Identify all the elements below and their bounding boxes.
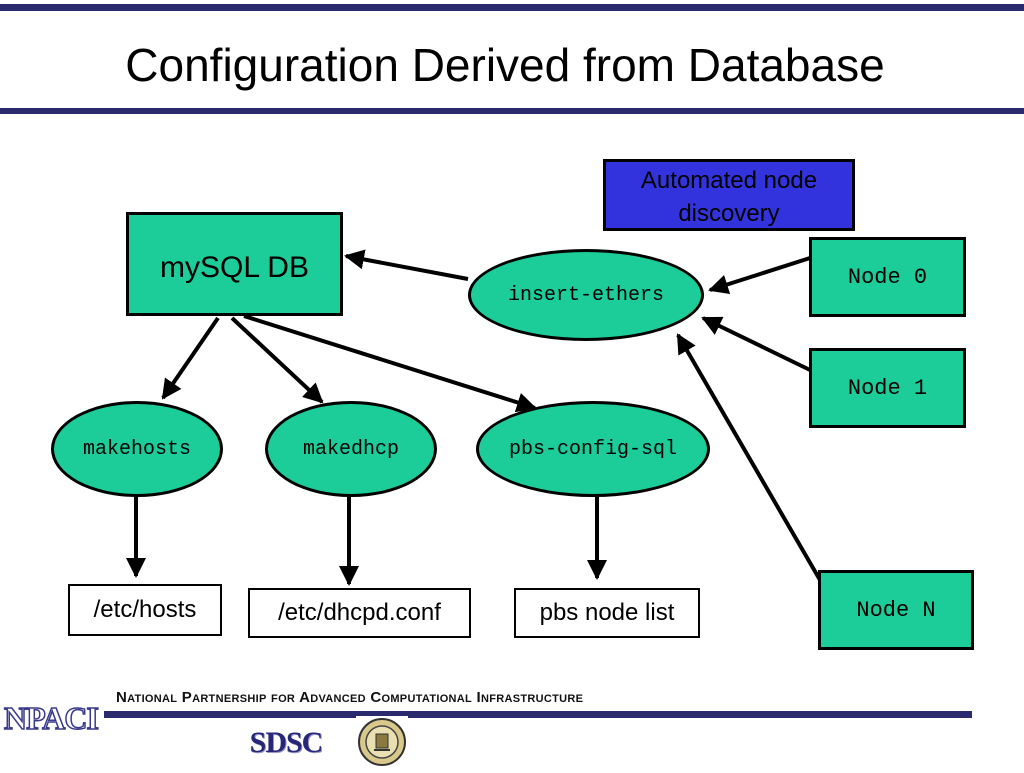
insert-ethers-ellipse: insert-ethers — [468, 249, 704, 341]
arrow-mysql-to-makedhcp — [230, 316, 324, 404]
npaci-logo-text: NPACI — [3, 699, 99, 737]
arrow-nodeN-to-insert — [676, 333, 822, 582]
makehosts-ellipse: makehosts — [51, 401, 223, 497]
page-title: Configuration Derived from Database — [125, 39, 885, 91]
mysql-db-box: mySQL DB — [126, 212, 343, 316]
arrow-mysql-to-pbs — [243, 314, 537, 413]
etc-dhcpd-box: /etc/dhcpd.conf — [248, 588, 471, 638]
makedhcp-ellipse: makedhcp — [265, 401, 437, 497]
top-rule-thick — [0, 4, 1024, 11]
node-n-box: Node N — [818, 570, 974, 650]
automated-discovery-callout: Automated node discovery — [603, 159, 855, 231]
pbs-config-sql-ellipse: pbs-config-sql — [476, 401, 710, 497]
university-seal — [356, 716, 408, 768]
makedhcp-label: makedhcp — [302, 437, 399, 461]
footer-org-label: National Partnership for Advanced Comput… — [116, 689, 584, 706]
makehosts-label: makehosts — [82, 437, 192, 461]
insert-ethers-label: insert-ethers — [507, 283, 665, 307]
sdsc-logo: SDSC — [238, 724, 334, 762]
node-0-label: Node 0 — [847, 264, 928, 290]
arrow-insert-to-mysql — [344, 249, 469, 281]
footer-org-text: National Partnership for Advanced Comput… — [116, 689, 583, 706]
pbs-node-list-box: pbs node list — [514, 588, 700, 638]
arrow-node1-to-insert — [701, 316, 811, 372]
node-1-box: Node 1 — [809, 348, 966, 428]
etc-hosts-label: /etc/hosts — [93, 596, 197, 623]
npaci-logo: NPACI — [3, 699, 99, 737]
arrow-mysql-to-makehosts — [161, 316, 220, 400]
sdsc-logo-text: SDSC — [249, 726, 324, 759]
arrow-node0-to-insert — [708, 256, 811, 295]
pbs-config-sql-label: pbs-config-sql — [508, 437, 678, 461]
mysql-db-label: mySQL DB — [160, 251, 309, 284]
node-1-label: Node 1 — [847, 375, 928, 401]
footer-rule — [104, 711, 972, 718]
node-n-label: Node N — [856, 597, 936, 623]
pbs-node-list-label: pbs node list — [539, 599, 675, 626]
seal-icon — [358, 718, 406, 766]
etc-hosts-box: /etc/hosts — [68, 584, 222, 636]
etc-dhcpd-label: /etc/dhcpd.conf — [278, 599, 441, 626]
title-underline — [0, 108, 1024, 114]
node-0-box: Node 0 — [809, 237, 966, 317]
automated-discovery-label: Automated node discovery — [640, 167, 818, 227]
